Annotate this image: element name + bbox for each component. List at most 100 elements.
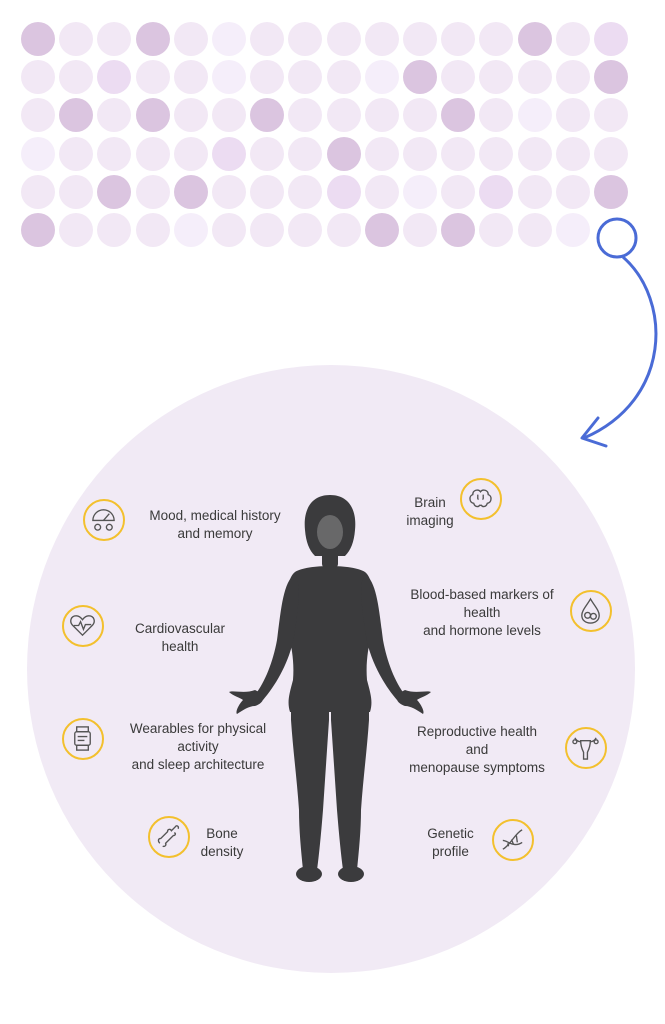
participant-dot: [479, 98, 514, 133]
participant-dot: [288, 174, 323, 209]
participant-dot: [479, 136, 514, 171]
uterus-icon: [565, 727, 607, 769]
participant-dot: [517, 22, 552, 56]
participant-dot: [288, 213, 323, 247]
curved-arrow: [580, 217, 658, 448]
participant-dot: [594, 136, 628, 171]
participant-dot: [135, 213, 170, 247]
participant-dot: [59, 22, 94, 56]
participant-dot: [594, 98, 628, 133]
dna-icon: [492, 819, 534, 861]
participant-dot: [173, 98, 208, 133]
participant-dot: [97, 98, 132, 133]
bone-icon: [148, 816, 190, 858]
label-brain: Brain imaging: [406, 495, 454, 528]
participant-dot: [594, 60, 628, 95]
participant-dot: [212, 22, 246, 56]
participant-dot: [59, 60, 94, 95]
participant-dot: [21, 98, 55, 133]
participant-dot: [250, 60, 285, 95]
participant-dot: [479, 60, 514, 95]
label-blood: Blood-based markers of health and hormon…: [410, 587, 554, 638]
participant-dot: [21, 174, 55, 209]
participant-dot: [479, 22, 514, 56]
label-bone: Bone density: [200, 826, 244, 859]
heart-icon: [62, 605, 104, 647]
participant-dot: [21, 22, 55, 56]
participant-dot: [326, 60, 361, 95]
participant-dot: [441, 136, 476, 171]
participant-dot: [441, 60, 476, 95]
participant-dot: [212, 213, 246, 247]
participant-dot: [135, 174, 170, 209]
participant-dot: [288, 136, 323, 171]
participant-dot: [97, 60, 132, 95]
participant-dot: [59, 213, 94, 247]
participant-dot-grid: [0, 0, 665, 270]
participant-dot: [594, 22, 628, 56]
participant-dot: [97, 213, 132, 247]
participant-dot: [364, 98, 399, 133]
label-genetic: Genetic profile: [427, 826, 474, 859]
participant-dot: [250, 213, 285, 247]
participant-dot: [517, 98, 552, 133]
gauge-icon: [83, 499, 125, 541]
participant-dot: [135, 136, 170, 171]
participant-dot: [555, 60, 590, 95]
label-wearables: Wearables for physical activity and slee…: [129, 721, 267, 772]
participant-dot: [288, 22, 323, 56]
human-figure: [229, 495, 431, 882]
participant-dot: [59, 98, 94, 133]
participant-dot: [326, 136, 361, 171]
participant-dot: [364, 60, 399, 95]
participant-dot: [173, 136, 208, 171]
participant-dot: [517, 136, 552, 171]
participant-dot: [173, 213, 208, 247]
participant-dot: [250, 22, 285, 56]
participant-dot: [250, 98, 285, 133]
participant-dot: [326, 174, 361, 209]
participant-dot: [212, 98, 246, 133]
participant-dot: [364, 136, 399, 171]
participant-dot: [250, 174, 285, 209]
participant-dot: [21, 60, 55, 95]
participant-dot: [441, 98, 476, 133]
arrow-curve: [583, 255, 658, 440]
participant-dot: [555, 98, 590, 133]
participant-dot: [441, 22, 476, 56]
participant-dot: [364, 174, 399, 209]
participant-dot: [403, 22, 437, 56]
participant-dot: [135, 22, 170, 56]
participant-dot: [441, 174, 476, 209]
participant-dot: [517, 213, 552, 247]
participant-dot: [517, 174, 552, 209]
participant-dot: [403, 136, 437, 171]
participant-dot: [97, 174, 132, 209]
participant-dot: [97, 136, 132, 171]
participant-dot: [594, 174, 628, 209]
participant-dot: [250, 136, 285, 171]
blood-drop-icon: [570, 590, 612, 632]
participant-dot: [479, 213, 514, 247]
label-cardio: Cardiovascular health: [134, 621, 226, 654]
highlighted-dot: [596, 217, 638, 259]
participant-dot: [97, 22, 132, 56]
participant-dot: [326, 213, 361, 247]
participant-dot: [288, 60, 323, 95]
participant-dot: [59, 174, 94, 209]
participant-dot: [403, 174, 437, 209]
label-repro: Reproductive health and menopause sympto…: [409, 724, 545, 775]
participant-dot: [173, 60, 208, 95]
participant-dot: [364, 22, 399, 56]
label-mood: Mood, medical history and memory: [149, 508, 281, 541]
participant-dot: [173, 22, 208, 56]
participant-dot: [479, 174, 514, 209]
smartwatch-icon: [62, 718, 104, 760]
brain-icon: [460, 478, 502, 520]
participant-dot: [555, 174, 590, 209]
participant-dot: [212, 60, 246, 95]
participant-dot: [555, 136, 590, 171]
participant-dot: [288, 98, 323, 133]
participant-dot: [364, 213, 399, 247]
participant-dot: [517, 60, 552, 95]
